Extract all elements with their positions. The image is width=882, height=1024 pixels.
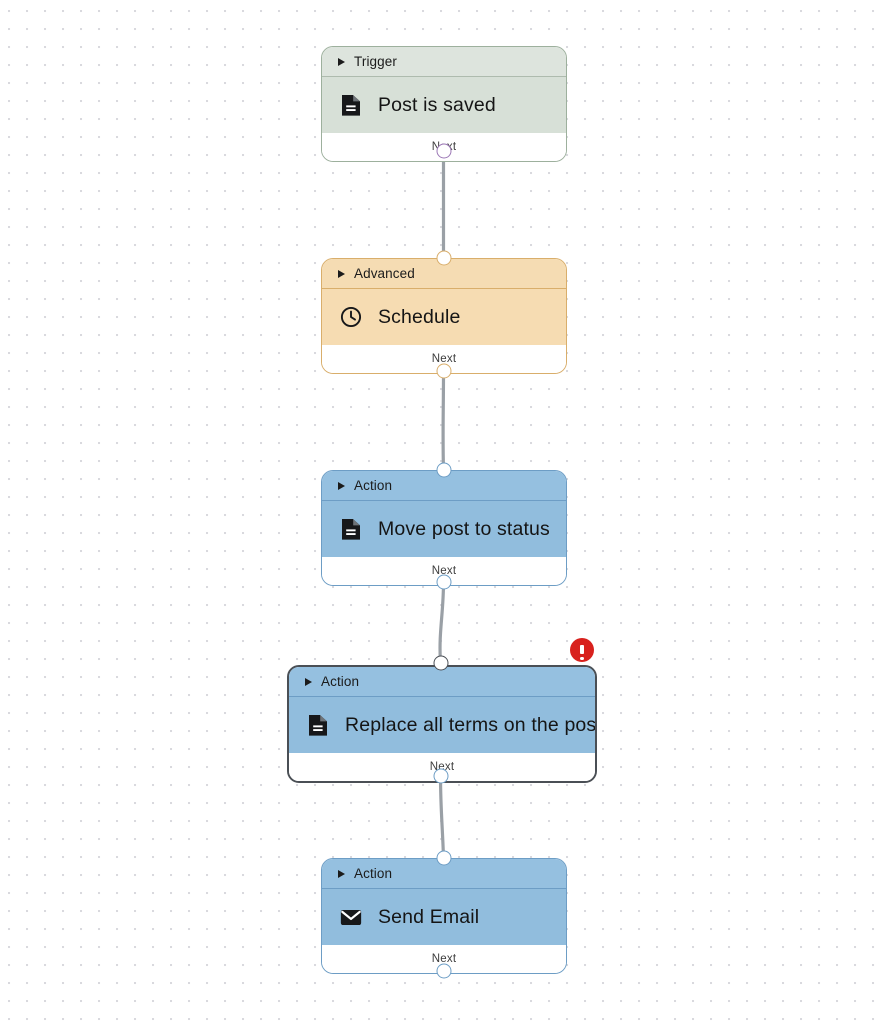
chevron-right-icon[interactable] bbox=[338, 57, 345, 66]
edge-action2-to-action3 bbox=[438, 774, 446, 860]
document-icon bbox=[307, 713, 329, 737]
exclamation-mark bbox=[580, 645, 585, 660]
node-title: Schedule bbox=[378, 305, 461, 328]
node-title: Move post to status bbox=[378, 517, 550, 540]
port-in-action-move-post-to-status[interactable] bbox=[436, 462, 451, 478]
workflow-node-advanced-schedule[interactable]: Advanced Schedule Next bbox=[321, 258, 567, 374]
node-category-label: Advanced bbox=[354, 266, 415, 281]
chevron-right-icon[interactable] bbox=[338, 269, 345, 278]
port-out-action-replace-all-terms[interactable] bbox=[433, 768, 448, 784]
edge-action1-to-action2 bbox=[438, 580, 446, 665]
node-title: Post is saved bbox=[378, 93, 496, 116]
node-body[interactable]: Post is saved bbox=[322, 77, 566, 133]
node-header[interactable]: Action bbox=[322, 859, 566, 889]
workflow-node-action-replace-all-terms[interactable]: Action Replace all terms on the post Nex… bbox=[287, 665, 597, 783]
chevron-right-icon[interactable] bbox=[338, 481, 345, 490]
port-in-advanced-schedule[interactable] bbox=[436, 250, 451, 266]
port-out-advanced-schedule[interactable] bbox=[436, 363, 451, 379]
node-category-label: Action bbox=[321, 674, 360, 689]
document-icon bbox=[340, 93, 362, 117]
chevron-right-icon[interactable] bbox=[305, 677, 312, 686]
workflow-node-action-send-email[interactable]: Action Send Email Next bbox=[321, 858, 567, 974]
node-title: Replace all terms on the post bbox=[345, 713, 597, 736]
port-out-action-move-post-to-status[interactable] bbox=[436, 574, 451, 590]
node-body[interactable]: Move post to status bbox=[322, 501, 566, 557]
node-category-label: Action bbox=[354, 866, 393, 881]
node-header[interactable]: Action bbox=[322, 471, 566, 501]
clock-icon bbox=[340, 305, 362, 329]
envelope-icon bbox=[340, 905, 362, 929]
workflow-node-action-move-post-to-status[interactable]: Action Move post to status Next bbox=[321, 470, 567, 586]
node-body[interactable]: Replace all terms on the post bbox=[289, 697, 595, 753]
node-body[interactable]: Send Email bbox=[322, 889, 566, 945]
chevron-right-icon[interactable] bbox=[338, 869, 345, 878]
node-title: Send Email bbox=[378, 905, 480, 928]
node-category-label: Action bbox=[354, 478, 393, 493]
port-out-action-send-email[interactable] bbox=[436, 963, 451, 979]
port-in-action-send-email[interactable] bbox=[436, 850, 451, 866]
node-body[interactable]: Schedule bbox=[322, 289, 566, 345]
node-error-badge-icon[interactable] bbox=[570, 638, 594, 662]
node-header[interactable]: Action bbox=[289, 667, 595, 697]
document-icon bbox=[340, 517, 362, 541]
port-out-trigger-post-is-saved[interactable] bbox=[436, 143, 451, 159]
port-in-action-replace-all-terms[interactable] bbox=[433, 655, 448, 671]
node-category-label: Trigger bbox=[354, 54, 397, 69]
node-header[interactable]: Trigger bbox=[322, 47, 566, 77]
